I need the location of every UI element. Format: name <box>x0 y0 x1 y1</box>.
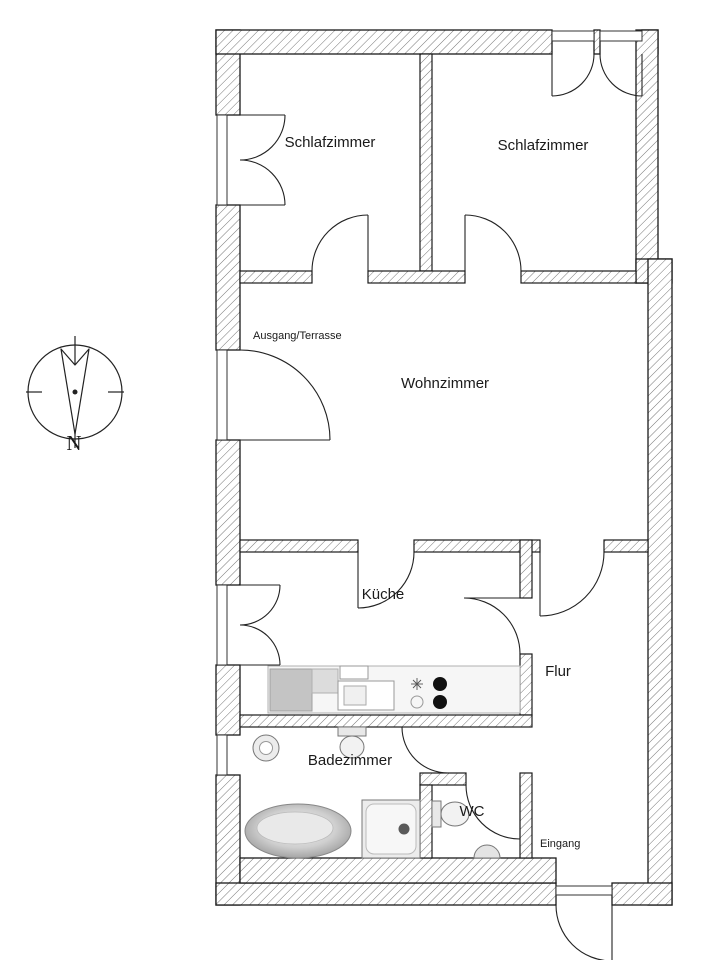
window-bedroom-right-1 <box>551 30 595 42</box>
stove-burner-icon <box>411 678 423 690</box>
wall-segment <box>419 784 433 859</box>
window-bedroom-left <box>216 114 228 206</box>
wall-segment <box>647 258 673 906</box>
wall-segment <box>239 857 557 884</box>
room-label-kueche: Küche <box>361 586 405 603</box>
annotation-ausgang-terrasse: Ausgang/Terrasse <box>253 330 342 342</box>
kitchen-cabinet <box>311 668 339 694</box>
casement-arc <box>239 584 281 626</box>
room-label-schlafzimmer-right: Schlafzimmer <box>497 137 589 154</box>
shower-tray <box>365 803 417 855</box>
wall-segment <box>635 29 659 284</box>
annotation-eingang: Eingang <box>540 838 581 850</box>
wall-segment <box>215 29 553 55</box>
stove-burner <box>410 695 424 709</box>
bathroom-fixtures <box>244 726 421 859</box>
door-arc-bedroom-right <box>464 214 522 272</box>
door-arc-hall <box>539 551 605 617</box>
toilet-bowl <box>339 735 365 759</box>
wall-segment <box>239 270 313 284</box>
wall-segment <box>603 539 649 553</box>
stove-burner <box>433 695 447 709</box>
door-arc-kitchen <box>357 551 415 609</box>
wall-segment <box>239 539 359 553</box>
room-label-wohnzimmer: Wohnzimmer <box>400 375 490 392</box>
casement-arc <box>239 624 281 666</box>
window-bathroom <box>216 734 228 776</box>
wall-segment <box>419 53 433 272</box>
bathroom-sink-basin <box>259 741 273 755</box>
wall-segment <box>215 204 241 351</box>
wall-segment <box>611 882 673 906</box>
room-label-schlafzimmer-left: Schlafzimmer <box>284 134 376 151</box>
wc-fixtures <box>431 800 501 859</box>
window-terrace-door <box>216 349 228 441</box>
wall-segment <box>215 882 557 906</box>
compass-north-label: N <box>66 431 82 455</box>
toilet-tank <box>337 726 367 737</box>
wall-segment <box>215 439 241 586</box>
door-arc-entrance <box>555 904 606 960</box>
casement-arc <box>239 114 286 161</box>
casement-arc <box>551 53 595 97</box>
wall-segment <box>215 664 241 736</box>
wc-toilet-bowl <box>440 801 470 827</box>
kitchen-sink-drainer <box>339 665 369 680</box>
wall-segment <box>367 270 466 284</box>
kitchen-fixtures <box>267 665 521 714</box>
casement-arc <box>599 53 643 97</box>
entrance-threshold <box>555 885 613 896</box>
wall-segment <box>239 714 533 728</box>
door-arc-hall-kitchen <box>463 597 521 655</box>
compass <box>26 336 124 448</box>
kitchen-sink-basin <box>343 685 367 706</box>
compass-center-dot <box>72 389 78 395</box>
kitchen-cabinet <box>269 668 313 712</box>
wall-segment <box>519 772 533 859</box>
bathtub-inner <box>256 811 334 845</box>
wall-segment <box>519 653 533 716</box>
room-label-wc: WC <box>459 803 485 820</box>
windows <box>216 30 643 896</box>
door-arc-wc <box>465 784 521 840</box>
room-label-flur: Flur <box>545 663 571 680</box>
shower-drain <box>398 823 410 835</box>
wc-sink <box>473 844 501 859</box>
wall-segment <box>419 772 467 786</box>
window-kitchen <box>216 584 228 666</box>
stove-burner <box>433 677 447 691</box>
exterior-walls <box>215 29 673 906</box>
wc-toilet-tank <box>431 800 442 828</box>
wall-segment <box>413 539 541 553</box>
wall-segment <box>520 270 637 284</box>
door-arc-bathroom <box>401 726 449 774</box>
window-bedroom-right-2 <box>599 30 643 42</box>
door-arc-terrace <box>239 349 331 441</box>
casement-arc <box>239 159 286 206</box>
wall-segment <box>593 29 601 55</box>
interior-walls <box>239 53 649 859</box>
wall-segment <box>519 539 533 599</box>
door-arc-bedroom-left <box>311 214 369 272</box>
room-label-badezimmer: Badezimmer <box>307 752 393 769</box>
